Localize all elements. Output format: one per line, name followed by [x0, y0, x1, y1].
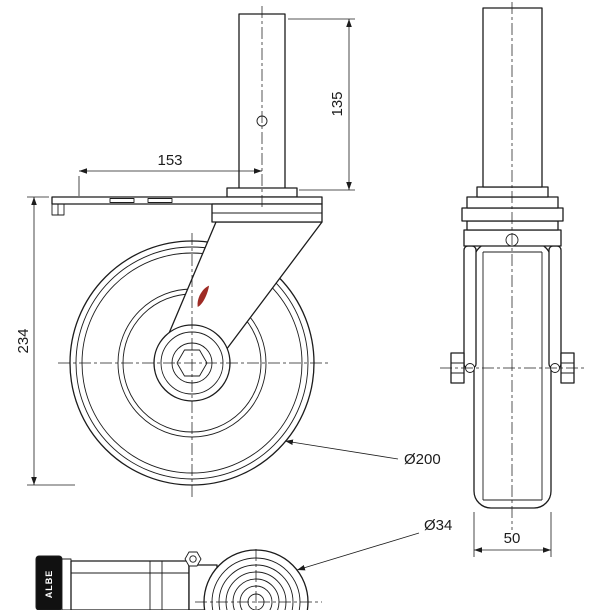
- bottom-view: ALBE: [35, 549, 322, 610]
- dimension-overall-height: 234: [15, 196, 75, 486]
- fork-legs-side: [463, 245, 562, 373]
- wheel-side: [473, 242, 552, 509]
- top-plate-front: [51, 196, 323, 216]
- stem-side: [482, 7, 543, 188]
- dim-text-stem-height: 135: [329, 91, 346, 116]
- side-view: [440, 2, 585, 530]
- front-view: [51, 6, 330, 500]
- dim-text-swivel-offset: 153: [157, 152, 182, 169]
- brake-pedal: ALBE: [35, 555, 72, 610]
- dimension-stem-height: 135: [288, 18, 355, 191]
- dim-text-wheel-diameter: Ø200: [404, 451, 441, 468]
- plate-slot: [147, 198, 173, 203]
- dim-text-overall-height: 234: [15, 328, 32, 353]
- brand-logo-icon: [197, 285, 210, 307]
- plate-slot: [109, 198, 135, 203]
- dimensions: 153 135 234 Ø200 Ø34: [15, 18, 552, 571]
- bottom-housing: [70, 551, 218, 610]
- swivel-head-side: [461, 186, 564, 247]
- brake-brand-label: ALBE: [44, 570, 54, 599]
- dim-text-boss-diameter: Ø34: [424, 517, 452, 534]
- dimension-boss-diameter: Ø34: [296, 517, 452, 571]
- dimension-wheel-diameter: Ø200: [284, 439, 441, 468]
- stem-collar-side: [476, 186, 549, 198]
- dim-text-wheel-width: 50: [504, 530, 521, 547]
- swivel-housing-front: [211, 203, 323, 223]
- dimension-swivel-offset: 153: [78, 152, 262, 196]
- dimension-wheel-width: 50: [473, 512, 552, 557]
- housing-hex-screw: [184, 551, 202, 567]
